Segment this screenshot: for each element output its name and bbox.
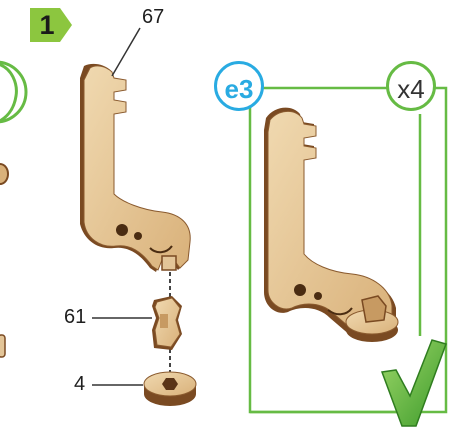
- previous-step-circle-outline: [0, 63, 18, 123]
- reference-badge: e3: [214, 61, 264, 111]
- step-badge: 1: [30, 8, 72, 42]
- part-67-arm: [80, 63, 191, 273]
- part-61-connector: [152, 296, 182, 350]
- part-4-disc: [143, 371, 197, 406]
- previous-part-fragment: [0, 163, 9, 185]
- step-number: 1: [39, 10, 55, 40]
- previous-step-circle-fragment: [0, 60, 28, 124]
- leader-line-67: [111, 27, 141, 77]
- part-label-4: 4: [74, 373, 86, 395]
- assembled-arm: [264, 107, 399, 342]
- part-label-67: 67: [142, 6, 165, 28]
- check-mark-icon: [380, 339, 447, 427]
- quantity-badge: x4: [386, 61, 436, 111]
- previous-part-fragment-2: [0, 334, 6, 358]
- result-frame: [245, 86, 448, 414]
- part-label-61: 61: [64, 306, 87, 328]
- step-arrow-icon: [30, 8, 72, 42]
